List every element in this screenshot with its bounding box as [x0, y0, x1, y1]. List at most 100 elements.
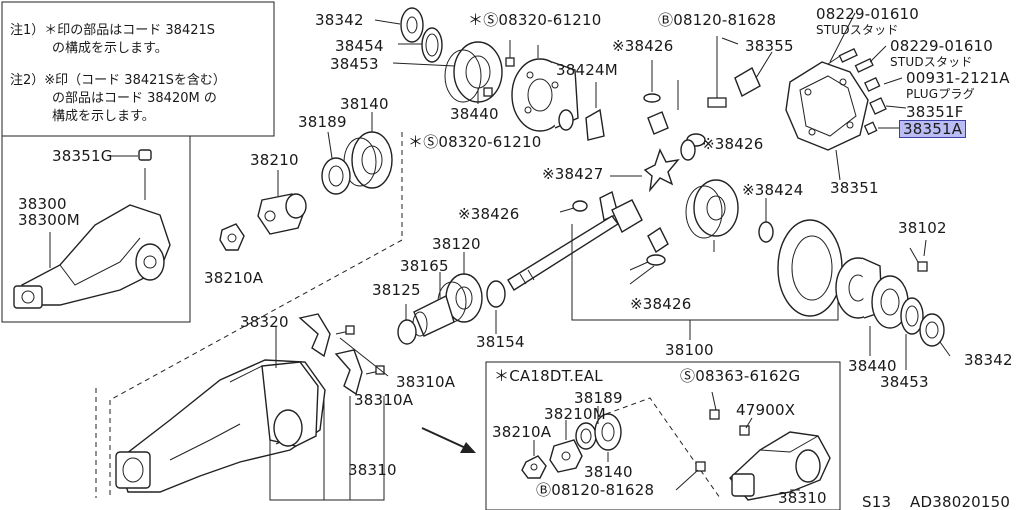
footer-diagram-code: AD38020150 — [910, 493, 1011, 510]
part-label-38310-inset[interactable]: 38310 — [778, 489, 827, 507]
part-label-47900X[interactable]: 47900X — [736, 401, 796, 419]
note-2-line-1: 注2）※印（コード 38421Sを含む） — [10, 73, 226, 88]
part-label-38440[interactable]: 38440 — [450, 105, 499, 123]
part-label-38165[interactable]: 38165 — [400, 257, 449, 275]
stud-icon — [827, 48, 874, 73]
differential-assembly-icon — [13, 149, 171, 309]
plug-caption: PLUGプラグ — [906, 87, 975, 101]
part-label-38453-right[interactable]: 38453 — [880, 373, 929, 391]
note-1-line-1: 注1）＊印の部品はコード 38421S — [10, 23, 216, 38]
side-bearing-right-icon — [871, 275, 945, 347]
part-label-38440-right[interactable]: 38440 — [848, 357, 897, 375]
part-label-38310A-b[interactable]: 38310A — [354, 391, 414, 409]
inset-carrier-icon — [729, 431, 831, 501]
part-label-38189[interactable]: 38189 — [298, 113, 347, 131]
side-gear-icon — [685, 179, 739, 239]
part-label-38210M[interactable]: 38210M — [544, 405, 606, 423]
inset-box — [485, 361, 841, 510]
part-label-00931-2121A[interactable]: 00931-2121A — [906, 69, 1010, 87]
part-label-38424M[interactable]: 38424M — [556, 61, 618, 79]
part-label-38102[interactable]: 38102 — [898, 219, 947, 237]
bolt-icon — [483, 40, 515, 97]
side-gear-icon — [585, 82, 605, 141]
part-label-38454[interactable]: 38454 — [335, 37, 384, 55]
part-label-38351F[interactable]: 38351F — [906, 103, 964, 121]
part-label-38426-c[interactable]: ※38426 — [458, 205, 520, 223]
oil-seal-icon — [321, 157, 351, 195]
assembly-box — [1, 136, 191, 323]
bolt-icon — [909, 247, 928, 272]
washer-icon — [397, 319, 417, 345]
pinion-bearing-icon — [343, 131, 393, 189]
plug-icon — [863, 76, 887, 136]
side-bearing-top-icon — [400, 7, 503, 103]
bolt-icon — [695, 391, 750, 472]
part-label-08320-61210-top[interactable]: ＊Ⓢ08320-61210 — [468, 11, 602, 29]
part-label-38320[interactable]: 38320 — [240, 313, 289, 331]
thrust-washer-icon — [758, 221, 774, 243]
mounting-bracket-icon — [298, 313, 385, 396]
washer-icon — [486, 280, 506, 308]
part-label-38351G[interactable]: 38351G — [52, 147, 113, 165]
part-label-38351[interactable]: 38351 — [830, 179, 879, 197]
part-label-38342-right[interactable]: 38342 — [964, 351, 1013, 369]
part-label-38310[interactable]: 38310 — [348, 461, 397, 479]
washer-icon — [680, 133, 706, 161]
bolt-icon — [707, 36, 727, 108]
companion-flange-icon — [549, 439, 583, 473]
part-label-38210A[interactable]: 38210A — [204, 269, 264, 287]
arrow-head-icon — [460, 442, 476, 453]
note-1-line-2: の構成を示します。 — [52, 41, 168, 56]
part-label-38140-inset[interactable]: 38140 — [584, 463, 633, 481]
carrier-housing-icon — [115, 359, 326, 493]
part-label-08363-6162G[interactable]: Ⓢ08363-6162G — [680, 367, 801, 385]
part-label-38210[interactable]: 38210 — [250, 151, 299, 169]
part-label-38140[interactable]: 38140 — [340, 95, 389, 113]
part-label-38300[interactable]: 38300 — [18, 195, 67, 213]
part-label-38426-a[interactable]: ※38426 — [612, 37, 674, 55]
part-label-08120-81628-inset[interactable]: Ⓑ08120-81628 — [536, 481, 655, 499]
nut-icon — [521, 455, 547, 479]
part-label-38351A-selected[interactable]: 38351A — [898, 120, 967, 138]
part-label-08229-01610-b[interactable]: 08229-01610 — [890, 37, 994, 55]
stud-caption-a: STUDスタッド — [816, 23, 899, 37]
part-label-38355[interactable]: 38355 — [745, 37, 794, 55]
part-label-38453[interactable]: 38453 — [330, 55, 379, 73]
part-label-38427[interactable]: ※38427 — [542, 165, 604, 183]
drive-pinion-icon — [507, 199, 643, 291]
pinion-gear-icon — [643, 60, 679, 135]
pinion-bearing-icon — [594, 413, 622, 451]
inset-title: ＊CA18DT.EAL — [494, 367, 603, 385]
pinion-gear-icon — [647, 226, 669, 254]
rear-cover-icon — [785, 61, 869, 151]
part-label-38426-b[interactable]: ※38426 — [702, 135, 764, 153]
part-label-38125[interactable]: 38125 — [372, 281, 421, 299]
part-label-38342[interactable]: 38342 — [315, 11, 364, 29]
thrust-washer-icon — [558, 109, 574, 131]
arrow-icon — [421, 427, 471, 451]
washer-icon — [572, 200, 588, 212]
part-label-38210A-inset[interactable]: 38210A — [492, 423, 552, 441]
part-label-38426-d[interactable]: ※38426 — [630, 295, 692, 313]
stud-caption-b: STUDスタッド — [890, 55, 973, 69]
part-label-38189-inset[interactable]: 38189 — [574, 389, 623, 407]
note-2-line-2: の部品はコード 38420M の — [52, 91, 217, 106]
part-label-08229-01610-a[interactable]: 08229-01610 — [816, 5, 920, 23]
part-label-38300M[interactable]: 38300M — [18, 211, 80, 229]
part-label-38120[interactable]: 38120 — [432, 235, 481, 253]
part-label-38154[interactable]: 38154 — [476, 333, 525, 351]
spacer-icon — [412, 295, 455, 337]
part-label-08320-61210-mid[interactable]: ＊Ⓢ08320-61210 — [408, 133, 542, 151]
footer-model: S13 — [862, 493, 892, 510]
washer-icon — [646, 254, 666, 266]
part-label-08120-81628-top[interactable]: Ⓑ08120-81628 — [658, 11, 777, 29]
note-2-line-3: 構成を示します。 — [52, 109, 155, 124]
part-label-38424[interactable]: ※38424 — [742, 181, 804, 199]
bracket-icon — [734, 66, 761, 98]
part-label-38100[interactable]: 38100 — [665, 341, 714, 359]
part-label-38310A-a[interactable]: 38310A — [396, 373, 456, 391]
nut-icon — [219, 223, 245, 251]
companion-flange-icon — [257, 193, 307, 235]
